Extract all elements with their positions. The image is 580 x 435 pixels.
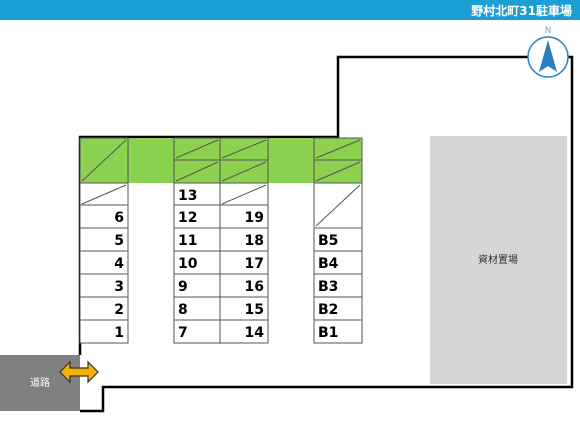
compass-north-label: N bbox=[545, 26, 552, 36]
bay-diagonal bbox=[175, 139, 219, 159]
slot-label: 1 bbox=[114, 325, 124, 341]
slot-label: 18 bbox=[245, 233, 264, 249]
parking-slot bbox=[219, 319, 269, 344]
slot-label: 19 bbox=[245, 210, 264, 226]
parking-slot bbox=[313, 319, 363, 344]
materials-area bbox=[430, 136, 567, 384]
slot-label: 5 bbox=[114, 233, 124, 249]
page-title: 野村北町31駐車場 bbox=[471, 4, 572, 18]
slot-label: 9 bbox=[178, 279, 188, 295]
slot-label: B5 bbox=[318, 233, 338, 249]
double-arrow-icon bbox=[59, 360, 99, 384]
slot-label: 4 bbox=[114, 256, 124, 272]
slot-label: 3 bbox=[114, 279, 124, 295]
slot-label: 17 bbox=[245, 256, 264, 272]
bay-diagonal bbox=[81, 139, 127, 182]
slot-label: 7 bbox=[178, 325, 188, 341]
slot-diagonal bbox=[315, 184, 361, 227]
slot-label: 12 bbox=[178, 210, 197, 226]
slot-label: 13 bbox=[178, 188, 197, 204]
header-bar: 野村北町31駐車場 bbox=[0, 0, 580, 20]
slot-label: 8 bbox=[178, 302, 188, 318]
boundary-line-bottom bbox=[80, 55, 574, 413]
column-b: 13 12 19 11 18 10 17 9 16 8 15 7 14 bbox=[173, 137, 269, 344]
slot-label: B3 bbox=[318, 279, 338, 295]
slot-label: 2 bbox=[114, 302, 124, 318]
bay-diagonal bbox=[175, 161, 219, 182]
materials-area-label: 資材置場 bbox=[478, 253, 518, 266]
slot-label: B4 bbox=[318, 256, 339, 272]
slot-label: 15 bbox=[245, 302, 264, 318]
bay-diagonal bbox=[221, 161, 267, 182]
road-area bbox=[0, 355, 80, 411]
column-c: B5 B4 B3 B2 B1 bbox=[313, 137, 363, 344]
slot-label: 14 bbox=[245, 325, 265, 341]
slot-label: B1 bbox=[318, 325, 338, 341]
slot-label: 16 bbox=[245, 279, 264, 295]
slot-label: 10 bbox=[178, 256, 198, 272]
compass-north-icon: N bbox=[527, 26, 569, 78]
column-a: 6 5 4 3 2 1 bbox=[79, 137, 129, 344]
parking-slot bbox=[79, 319, 129, 344]
slot-diagonal bbox=[81, 184, 127, 205]
slot-label: B2 bbox=[318, 302, 338, 318]
slot-label: 11 bbox=[178, 233, 197, 249]
road-label: 道路 bbox=[30, 376, 50, 389]
bay-diagonal bbox=[221, 139, 267, 159]
bay-diagonal bbox=[315, 161, 361, 182]
slot-diagonal bbox=[221, 184, 267, 205]
slot-label: 6 bbox=[114, 210, 124, 226]
bay-diagonal bbox=[315, 139, 361, 159]
